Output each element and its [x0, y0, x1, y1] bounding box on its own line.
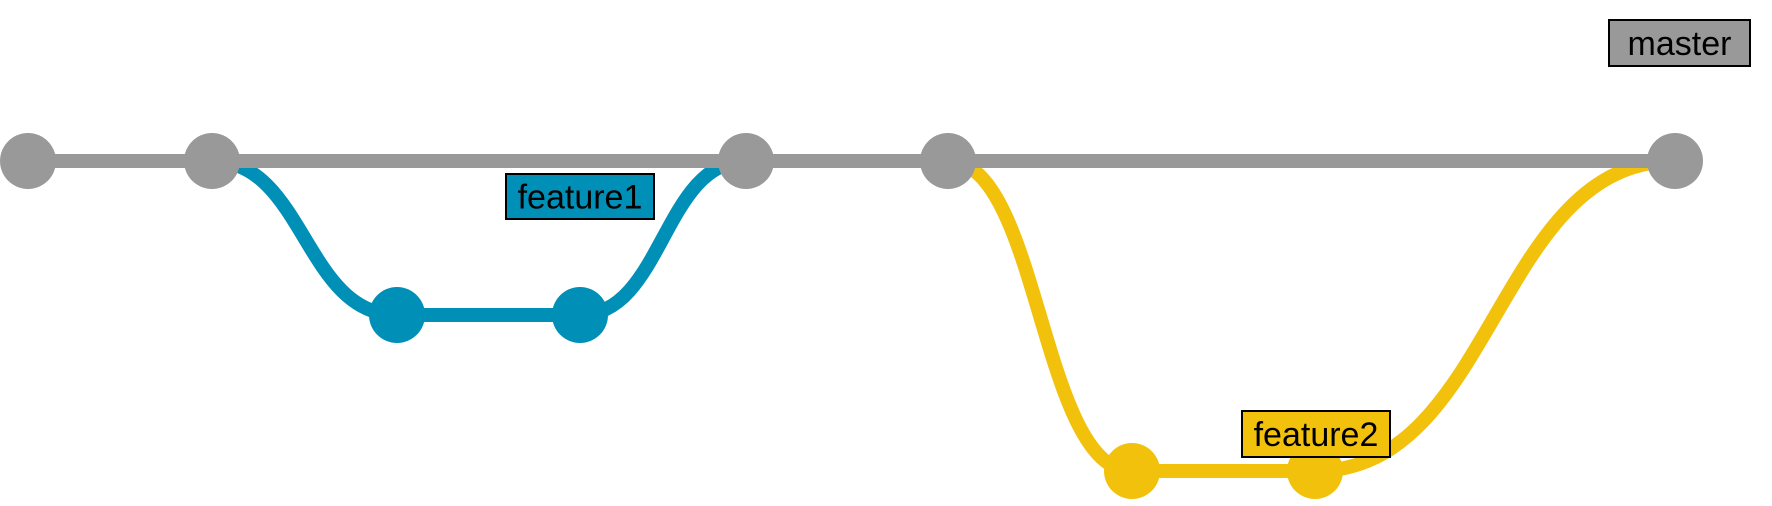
feature2-label-box: [1241, 410, 1391, 458]
master-commit-node-1[interactable]: [0, 133, 56, 189]
master-commit-node-5[interactable]: [1647, 133, 1703, 189]
feature2-branch-label: feature2: [1241, 410, 1391, 458]
master-label-text: master: [1628, 25, 1732, 63]
master-commit-node-4[interactable]: [920, 133, 976, 189]
master-commit-node-3[interactable]: [718, 133, 774, 189]
feature1-branch-line: [211, 154, 747, 322]
feature1-commit-node-1[interactable]: [369, 287, 425, 343]
feature1-label-box: [505, 173, 655, 220]
feature2-label-text: feature2: [1254, 416, 1379, 454]
feature1-commit-node-2[interactable]: [552, 287, 608, 343]
feature2-commit-node-1[interactable]: [1104, 443, 1160, 499]
feature1-label-text: feature1: [518, 179, 643, 217]
master-commit-node-2[interactable]: [184, 133, 240, 189]
master-label-box: [1608, 19, 1751, 67]
master-branch-label: master: [1608, 19, 1751, 67]
feature1-branch-label: feature1: [505, 173, 655, 220]
